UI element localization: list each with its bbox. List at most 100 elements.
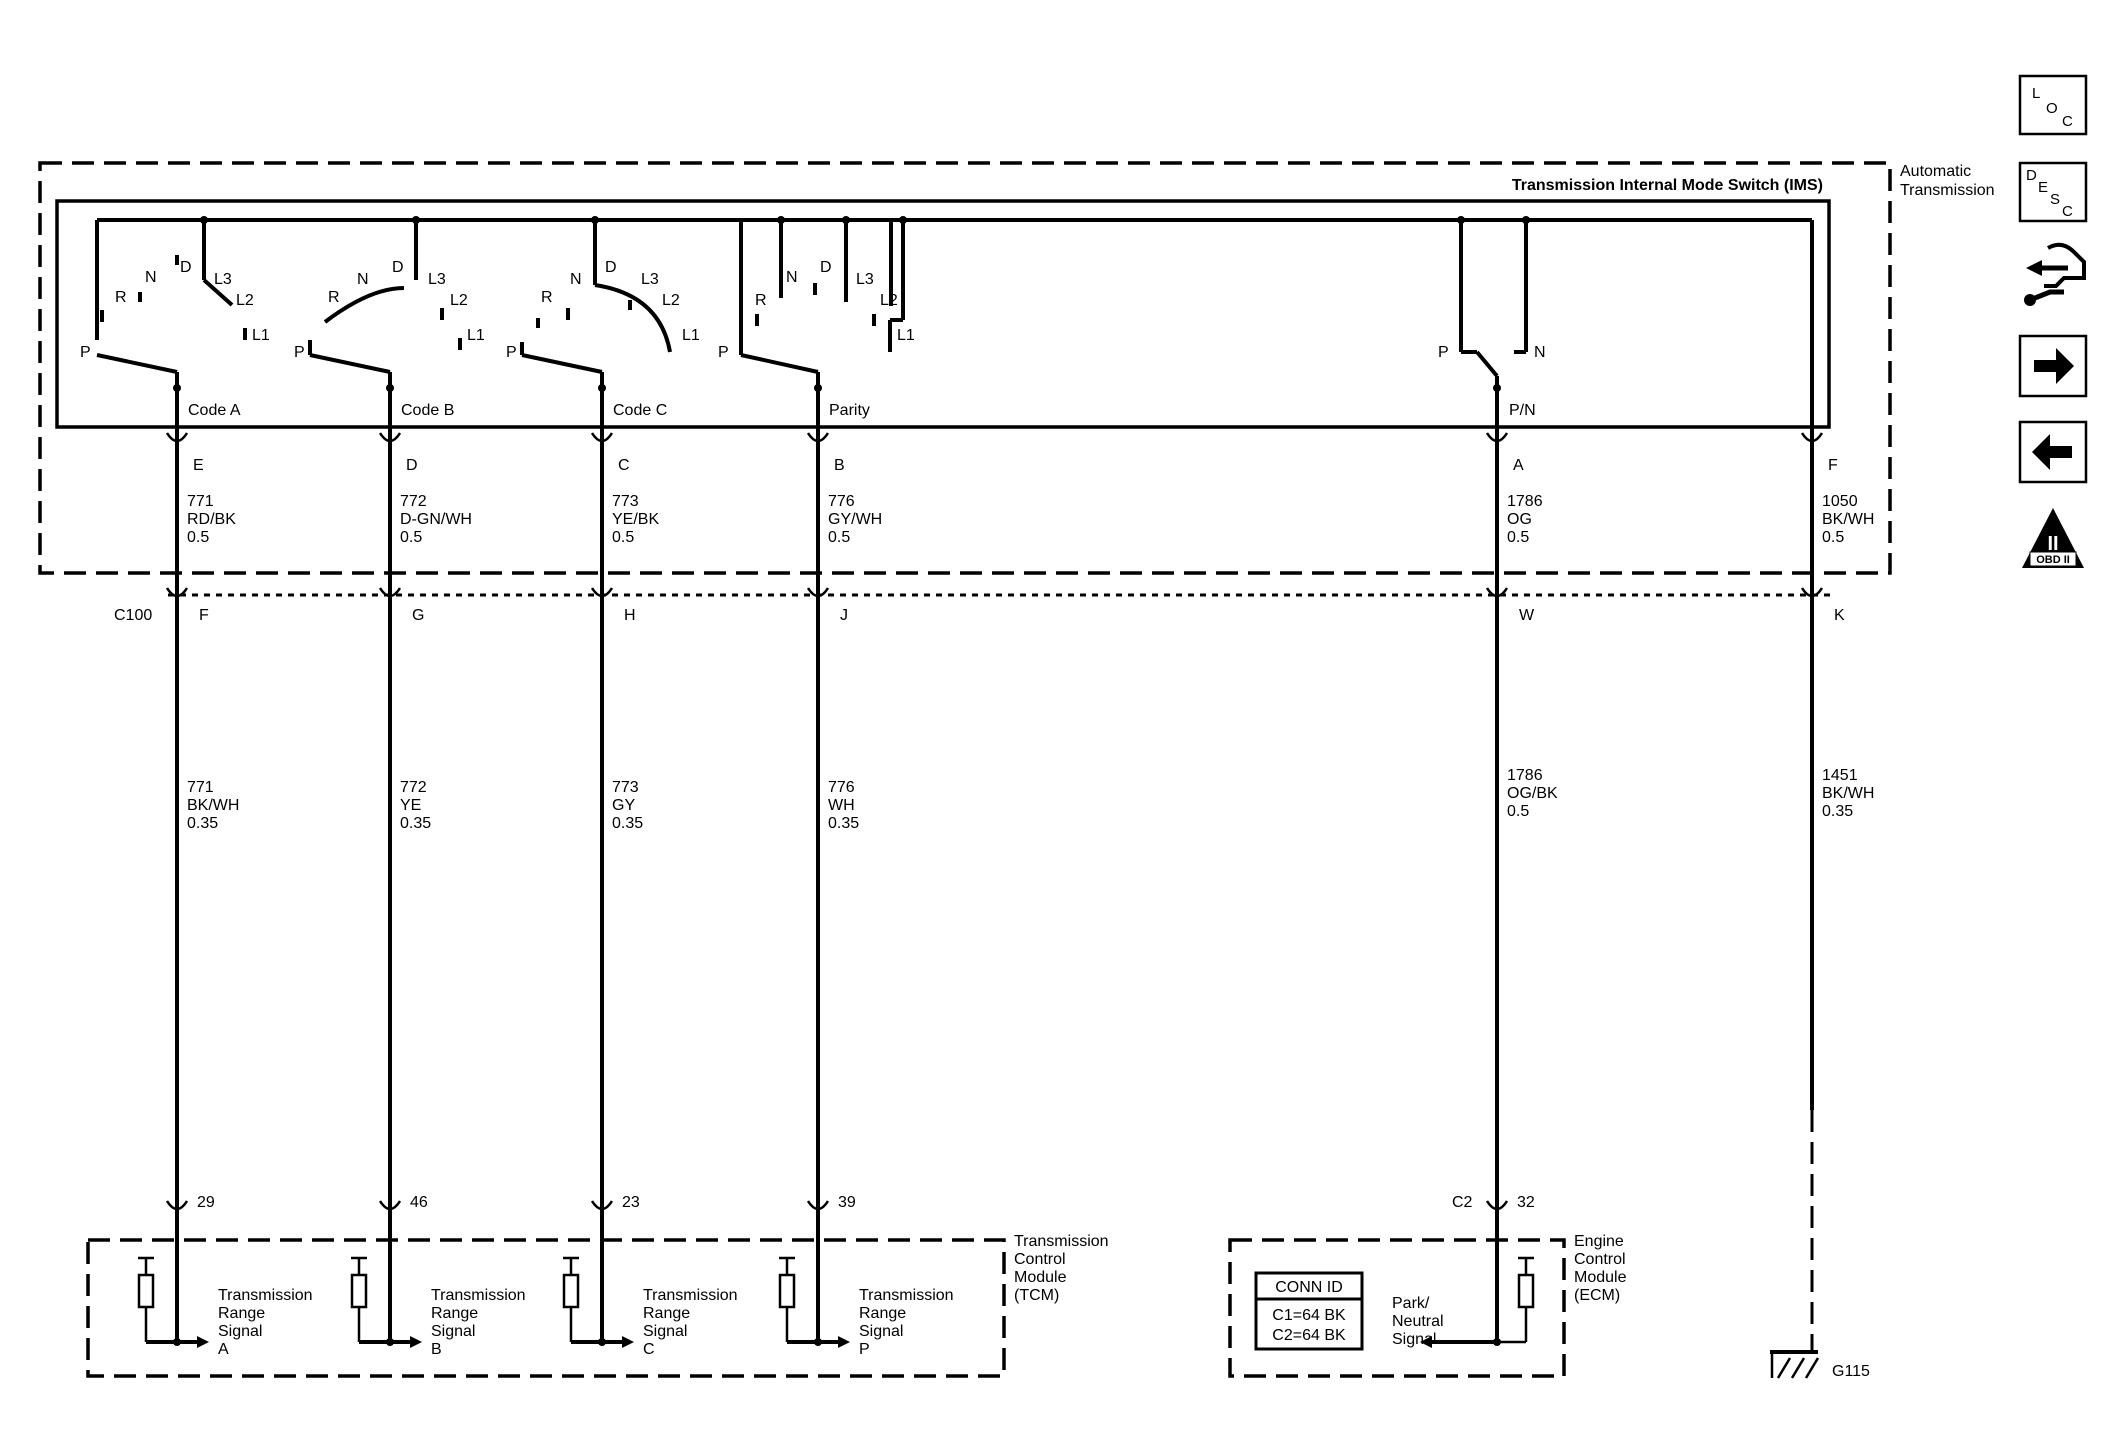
svg-text:D: D (605, 259, 617, 276)
svg-text:Range: Range (859, 1305, 906, 1322)
wrench-car-icon[interactable] (2024, 242, 2086, 306)
ims-pin-label: C (618, 457, 630, 474)
c100-pin-label: H (624, 607, 636, 624)
svg-text:N: N (786, 269, 798, 286)
svg-text:L2: L2 (236, 292, 254, 309)
switch-name-code-a: Code A (188, 402, 241, 419)
svg-text:Signal: Signal (218, 1323, 262, 1340)
desc-icon[interactable]: D E S C (2018, 161, 2088, 223)
ims-pin-label: A (1513, 457, 1524, 474)
svg-text:Range: Range (431, 1305, 478, 1322)
svg-text:C: C (2062, 203, 2073, 220)
svg-text:Transmission: Transmission (218, 1287, 313, 1304)
conn-id-title: CONN ID (1275, 1279, 1343, 1296)
tcm-label-1: Transmission (1014, 1233, 1109, 1250)
svg-text:Transmission: Transmission (643, 1287, 738, 1304)
svg-text:L2: L2 (662, 292, 680, 309)
circuits: EF29771RD/BK0.5771BK/WH0.35DG46772D-GN/W… (165, 427, 1874, 1240)
upper-wire-color: YE/BK (612, 511, 659, 528)
svg-text:L2: L2 (880, 292, 898, 309)
svg-text:L1: L1 (467, 327, 485, 344)
c100-label: C100 (114, 607, 152, 624)
svg-text:R: R (755, 292, 767, 309)
lower-wire-color: GY (612, 797, 635, 814)
upper-wire-size: 0.5 (400, 529, 422, 546)
svg-text:D: D (392, 259, 404, 276)
lower-wire-color: WH (828, 797, 855, 814)
arrow-left-icon[interactable] (2018, 420, 2088, 484)
svg-text:D: D (2026, 167, 2037, 184)
arrow-right-icon[interactable] (2018, 334, 2088, 398)
lower-wire-size: 0.35 (187, 815, 218, 832)
tcm-label-4: (TCM) (1014, 1287, 1059, 1304)
lower-circuit-number: 773 (612, 779, 639, 796)
svg-text:R: R (115, 289, 127, 306)
upper-circuit-number: 1786 (1507, 493, 1543, 510)
ecm-label-3: Module (1574, 1269, 1627, 1286)
c100-pin-label: F (199, 607, 209, 624)
lower-wire-color: BK/WH (187, 797, 239, 814)
svg-text:Range: Range (643, 1305, 690, 1322)
loc-icon[interactable]: L O C (2018, 74, 2088, 136)
upper-circuit-number: 772 (400, 493, 427, 510)
tcm-label-3: Module (1014, 1269, 1067, 1286)
lower-wire-size: 0.35 (612, 815, 643, 832)
switch-name-code-c: Code C (613, 402, 667, 419)
ecm-label-1: Engine (1574, 1233, 1624, 1250)
upper-wire-color: GY/WH (828, 511, 882, 528)
switch-name-parity: Parity (829, 402, 870, 419)
lower-circuit-number: 772 (400, 779, 427, 796)
c100-pin-label: J (840, 607, 848, 624)
conn-id-1: C1=64 BK (1272, 1307, 1346, 1324)
ecm-label-2: Control (1574, 1251, 1626, 1268)
ecm-module-enclosure (1228, 1238, 1566, 1378)
switch-code-b: P R N D L3 L2 L1 Code B (294, 216, 485, 427)
switch-name-pn: P/N (1509, 402, 1536, 419)
enclosure-label-1: Automatic (1900, 163, 1971, 180)
switch-code-c: P R N D L3 L2 L1 Code C (506, 216, 700, 427)
conn-id-2: C2=64 BK (1272, 1327, 1346, 1344)
enclosure-label-2: Transmission (1900, 182, 1995, 199)
upper-wire-size: 0.5 (1822, 529, 1844, 546)
module-pin-label: 32 (1517, 1194, 1535, 1211)
svg-text:P: P (80, 344, 91, 361)
module-pin-label: 23 (622, 1194, 640, 1211)
svg-text:L: L (2032, 85, 2040, 102)
svg-text:Neutral: Neutral (1392, 1313, 1444, 1330)
ims-pin-label: E (193, 457, 204, 474)
svg-text:P: P (718, 344, 729, 361)
svg-text:A: A (218, 1341, 229, 1358)
upper-wire-size: 0.5 (187, 529, 209, 546)
ims-switch-box (55, 199, 1831, 429)
svg-text:Transmission: Transmission (859, 1287, 954, 1304)
svg-text:S: S (2050, 191, 2060, 208)
upper-wire-color: OG (1507, 511, 1532, 528)
upper-circuit-number: 771 (187, 493, 214, 510)
lower-wire-size: 0.35 (1822, 803, 1853, 820)
ecm-label-4: (ECM) (1574, 1287, 1620, 1304)
svg-text:P: P (859, 1341, 870, 1358)
obd-ii-icon[interactable]: II OBD II (2022, 508, 2084, 568)
svg-text:R: R (328, 289, 340, 306)
svg-text:II: II (2047, 533, 2058, 555)
svg-text:Park/: Park/ (1392, 1295, 1430, 1312)
lower-wire-color: OG/BK (1507, 785, 1558, 802)
upper-circuit-number: 1050 (1822, 493, 1858, 510)
svg-text:P: P (1438, 344, 1449, 361)
upper-circuit-number: 773 (612, 493, 639, 510)
svg-text:N: N (357, 271, 369, 288)
ecm-signal-park-neutral: Park/ Neutral Signal (1392, 1240, 1535, 1348)
lower-wire-color: BK/WH (1822, 785, 1874, 802)
tcm-label-2: Control (1014, 1251, 1066, 1268)
lower-circuit-number: 1786 (1507, 767, 1543, 784)
svg-text:C: C (2062, 113, 2073, 130)
